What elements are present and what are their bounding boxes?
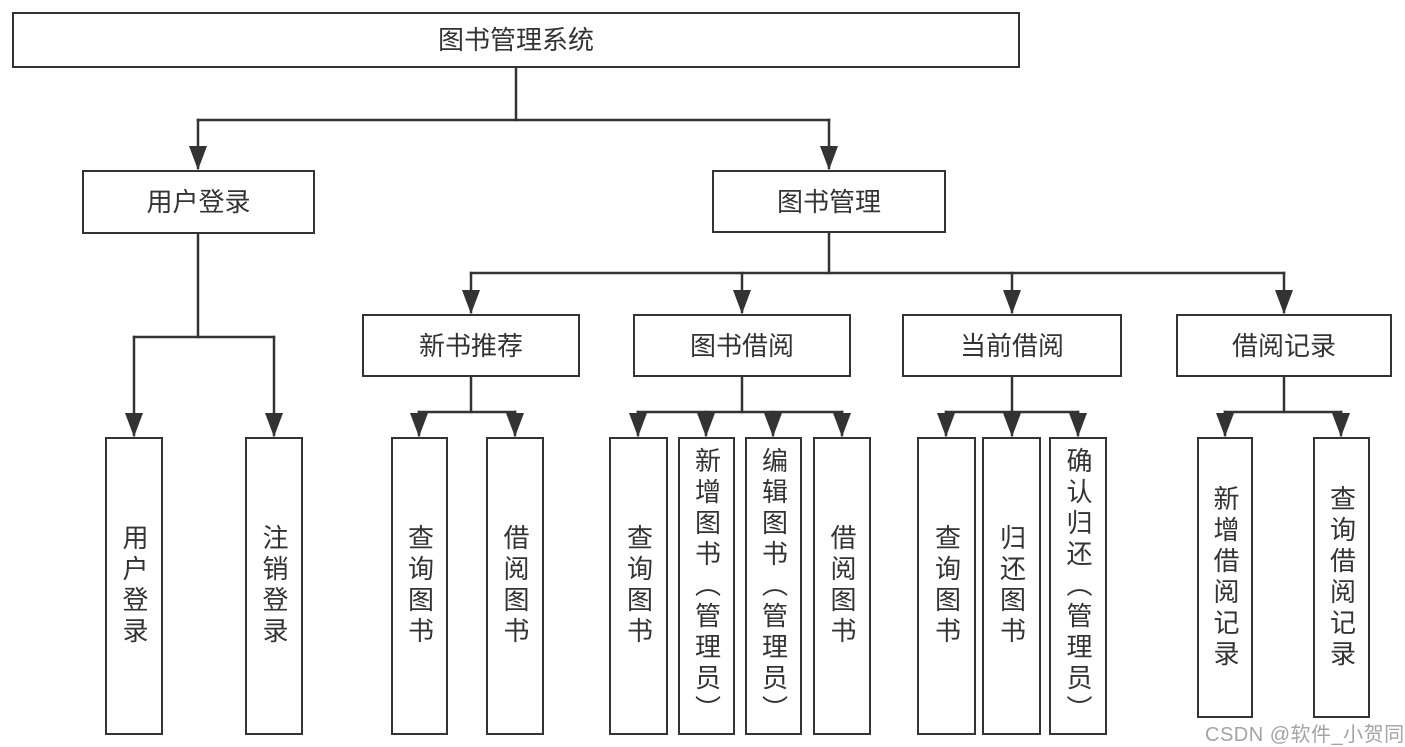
leaf-confirm-return-admin: 确认归还（管理员） <box>1049 437 1107 735</box>
leaf-return-book: 归还图书 <box>982 437 1041 735</box>
leaf-query-books-1: 查询图书 <box>391 437 448 735</box>
leaf-edit-book-admin: 编辑图书（管理员） <box>745 437 802 735</box>
watermark: CSDN @软件_小贺同学 <box>1205 724 1405 746</box>
leaf-add-book-admin: 新增图书（管理员） <box>678 437 735 735</box>
node-borrow-records: 借阅记录 <box>1176 314 1392 377</box>
leaf-borrow-books-1: 借阅图书 <box>486 437 544 735</box>
node-current-borrow: 当前借阅 <box>902 314 1122 377</box>
leaf-query-books-2: 查询图书 <box>609 437 668 735</box>
node-book-borrow: 图书借阅 <box>633 314 851 377</box>
node-user-login-branch: 用户登录 <box>82 170 315 234</box>
leaf-borrow-books-2: 借阅图书 <box>813 437 871 735</box>
leaf-user-login: 用户登录 <box>105 437 163 735</box>
leaf-query-books-3: 查询图书 <box>917 437 976 735</box>
leaf-logout: 注销登录 <box>245 437 303 735</box>
node-root-library-system: 图书管理系统 <box>12 12 1020 68</box>
leaf-query-borrow-record: 查询借阅记录 <box>1313 437 1370 718</box>
node-new-book-recommend: 新书推荐 <box>362 314 580 377</box>
node-book-management-branch: 图书管理 <box>712 170 946 233</box>
leaf-add-borrow-record: 新增借阅记录 <box>1197 437 1253 718</box>
